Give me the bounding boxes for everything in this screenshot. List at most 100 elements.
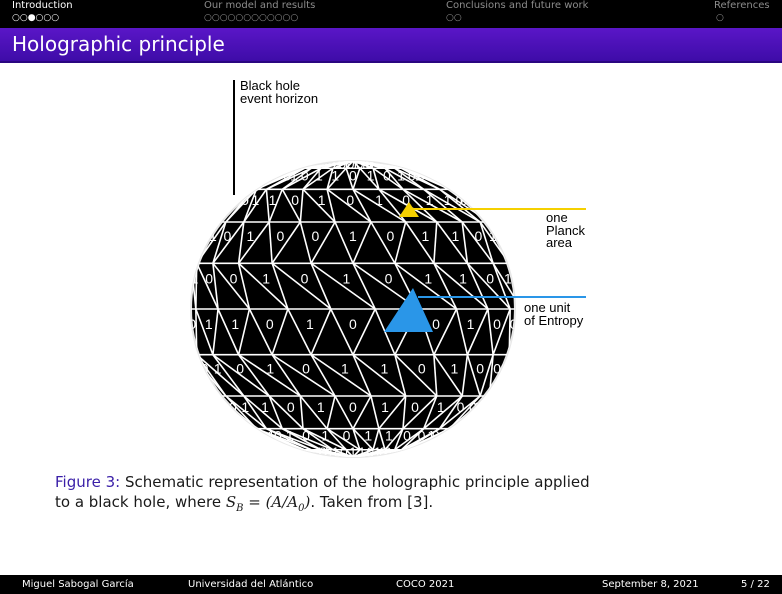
grid-edge <box>238 262 289 310</box>
bit-digit: 0 <box>346 192 354 208</box>
grid-edge <box>243 395 268 430</box>
grid-edge <box>370 395 380 429</box>
grid-edge <box>448 395 481 430</box>
grid-edge <box>461 221 494 264</box>
grid-edge <box>271 354 336 397</box>
grid-edge <box>423 188 481 223</box>
bit-digit: 1 <box>397 167 405 183</box>
bit-digit: 1 <box>444 192 452 208</box>
bit-digit: 1 <box>321 428 329 444</box>
grid-edge <box>237 221 270 264</box>
bit-digit: 0 <box>510 316 518 332</box>
bit-digit: 1 <box>450 360 458 376</box>
grid-edge <box>436 221 469 264</box>
bit-digit: 1 <box>349 228 357 244</box>
bit-digit: 1 <box>360 155 368 171</box>
entropy-label-line2: of Entropy <box>524 313 584 328</box>
bit-digit: 0 <box>474 228 482 244</box>
nav-progress-dots[interactable]: ○○ <box>446 13 462 23</box>
bit-digit: 1 <box>504 271 512 287</box>
bit-digit: 0 <box>418 428 426 444</box>
grid-edge <box>271 308 289 355</box>
bit-digit: 1 <box>315 444 323 460</box>
bit-digit: 1 <box>381 399 389 415</box>
grid-edge <box>345 161 354 169</box>
nav-label[interactable]: Our model and results <box>204 0 316 11</box>
bit-digit: 0 <box>338 155 346 171</box>
entropy-formula: SB = (A/A0) <box>225 493 311 514</box>
grid-edge <box>466 354 481 397</box>
grid-edge <box>287 308 312 356</box>
bit-digit: 0 <box>319 444 327 460</box>
nav-label[interactable]: Introduction <box>12 0 73 11</box>
grid-edge <box>268 188 284 223</box>
bit-digit: 0 <box>333 155 341 171</box>
grid-edge <box>352 262 376 310</box>
bit-digit: 0 <box>291 192 299 208</box>
bit-digit: 0 <box>340 444 348 460</box>
bit-digit: 1 <box>385 428 393 444</box>
nav-progress-dots[interactable]: ○○●○○○ <box>12 13 60 23</box>
grid-edge <box>225 395 258 430</box>
caption-line-1: Figure 3: Schematic representation of th… <box>55 472 655 492</box>
nav-label[interactable]: Conclusions and future work <box>446 0 589 11</box>
footer-event: COCO 2021 <box>396 579 455 590</box>
grid-edge <box>433 354 438 397</box>
grid-edge <box>372 428 380 450</box>
bit-digit: 1 <box>383 444 391 460</box>
bit-digit: 0 <box>287 399 295 415</box>
grid-edge <box>508 308 511 355</box>
grid-edge <box>345 167 354 190</box>
grid-edge <box>212 263 219 310</box>
nav-progress-dots[interactable]: ○ <box>716 13 724 23</box>
bit-digit: 0 <box>349 316 357 332</box>
grid-edge <box>195 263 198 310</box>
bit-digit: 0 <box>302 428 310 444</box>
entropy-label-line1: one unit <box>524 300 571 315</box>
bit-digit: 0 <box>384 444 392 460</box>
bit-digit: 0 <box>241 192 249 208</box>
grid-edge <box>310 262 332 310</box>
grid-edge <box>212 262 251 310</box>
bit-digit: 1 <box>315 167 323 183</box>
grid-edge <box>225 188 258 223</box>
grid-edge <box>352 448 406 457</box>
grid-edge <box>492 308 511 356</box>
bit-digit: 1 <box>267 428 275 444</box>
grid-edge <box>268 221 273 264</box>
planck-label-line1: one <box>546 210 568 225</box>
grid-edge <box>302 167 322 190</box>
grid-edge <box>310 354 336 397</box>
grid-edge <box>237 354 270 397</box>
grid-edge <box>352 188 407 223</box>
nav-label[interactable]: References <box>714 0 770 11</box>
bit-digit: 1 <box>381 360 389 376</box>
footer-institution: Universidad del Atlántico <box>188 579 314 590</box>
bit-digit: 1 <box>209 228 217 244</box>
grid-edge <box>299 395 304 429</box>
grid-edge <box>466 308 489 356</box>
bit-digit: 1 <box>306 316 314 332</box>
grid-edge <box>405 221 435 264</box>
bit-digit: 0 <box>236 360 244 376</box>
grid-edge <box>394 262 458 310</box>
nav-progress-dots[interactable]: ○○○○○○○○○○○○ <box>204 13 299 23</box>
bit-digit: 0 <box>366 155 374 171</box>
bit-digit: 1 <box>205 316 213 332</box>
grid-edge <box>196 262 219 310</box>
bit-digit: 0 <box>349 167 357 183</box>
grid-edge <box>310 262 376 310</box>
grid-edge <box>372 167 404 190</box>
grid-edge <box>352 161 406 170</box>
bit-digit: 1 <box>335 155 343 171</box>
entropy-unit-triangle <box>384 288 433 332</box>
grid-edge <box>433 262 489 310</box>
bit-digit: 0 <box>457 399 465 415</box>
grid-edge <box>394 354 438 397</box>
bit-digit: 0 <box>356 155 364 171</box>
grid-edge <box>256 167 305 190</box>
planck-label-line2: Planck <box>546 223 586 238</box>
grid-edge <box>423 395 463 430</box>
bit-digit: 1 <box>241 399 249 415</box>
grid-edge <box>402 188 463 223</box>
